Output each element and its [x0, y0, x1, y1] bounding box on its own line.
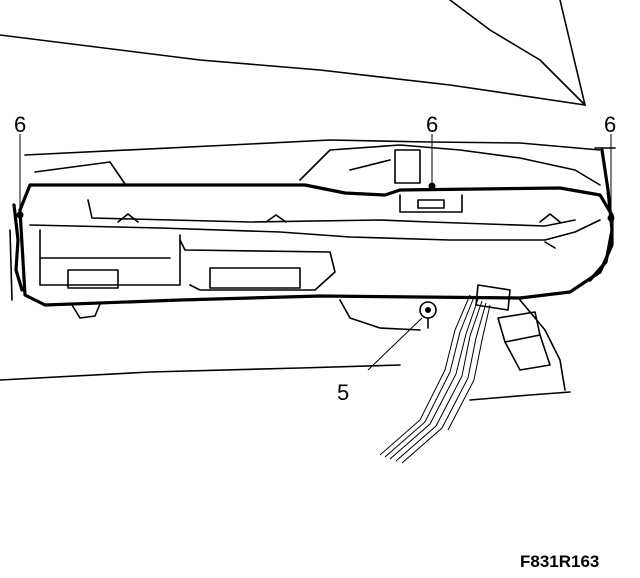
figure-code: F831R163: [520, 552, 599, 571]
left-side-panel: [9, 203, 24, 301]
callout-fastener-bottom: 5: [337, 380, 349, 405]
harness-connectors: [475, 284, 551, 371]
instrument-panel: [18, 183, 614, 319]
callout-screw-center: 6: [426, 112, 438, 137]
callout-screw-right: 6: [604, 112, 616, 137]
right-side-panel: [588, 147, 616, 282]
center-vent: [394, 149, 463, 213]
fastener-5: [419, 301, 437, 329]
callout-screw-left: 6: [14, 112, 26, 137]
wiring-harness: [379, 294, 491, 464]
windshield-outline: [0, 0, 586, 106]
dashboard-top: [24, 139, 601, 186]
floor-outline: [0, 299, 571, 401]
callout-leaders: [16, 134, 615, 371]
